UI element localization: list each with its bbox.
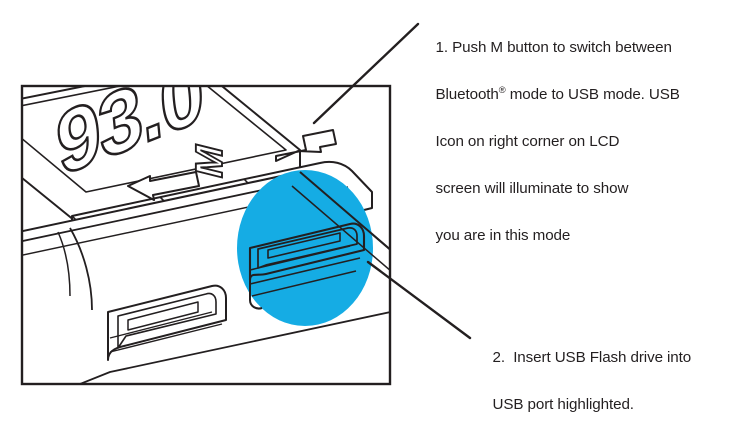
- usb-port-tongue: [267, 232, 341, 259]
- registered-trademark-symbol: ®: [498, 83, 506, 95]
- sd-slot-lip-2: [109, 323, 223, 353]
- sd-slot-lip-1: [109, 311, 213, 339]
- sd-slot-inner: [117, 292, 217, 349]
- callout-2-text: 2. Insert USB Flash drive into USB port …: [476, 322, 732, 440]
- callout-1-line-5: you are in this mode: [435, 226, 571, 244]
- housing-right-edge-2: [291, 185, 389, 271]
- sd-slot-tongue: [127, 301, 199, 331]
- sd-card-slot[interactable]: [107, 284, 227, 361]
- right-arrow-button[interactable]: [275, 129, 337, 162]
- callout-1-line-1: 1. Push M button to switch between: [435, 38, 672, 56]
- usb-port[interactable]: [248, 222, 366, 310]
- figure-frame: [20, 84, 392, 386]
- front-face-bottom-edge: [80, 311, 389, 383]
- usb-port-outer: [248, 222, 366, 282]
- instruction-diagram: 93.0 M: [20, 12, 734, 413]
- callout-1-line-4: screen will illuminate to show: [435, 179, 629, 197]
- left-arrow-button[interactable]: [127, 171, 200, 201]
- callout-1-text: 1. Push M button to switch between Bluet…: [419, 12, 734, 271]
- callout-1-line-2a: Bluetooth: [435, 85, 499, 103]
- leader-line-2: [366, 260, 472, 340]
- usb-port-highlight-circle: [237, 170, 373, 326]
- usb-port-lip-2: [249, 257, 361, 285]
- usb-port-lip-3: [251, 270, 357, 297]
- lcd-screen: [23, 87, 287, 193]
- usb-port-lip-1: [249, 245, 351, 271]
- leader-line-1: [312, 22, 420, 125]
- device-illustration: 93.0 M: [20, 22, 472, 386]
- housing-curve-detail: [69, 227, 93, 311]
- housing-right-edge: [299, 171, 389, 250]
- usb-port-inner-1: [257, 227, 358, 269]
- front-face-top-edge: [23, 181, 301, 242]
- callout-1-line-3: Icon on right corner on LCD: [435, 132, 620, 150]
- left-arrow-icon: [127, 171, 200, 201]
- housing-curve-detail-2: [57, 231, 71, 297]
- right-arrow-icon: [275, 129, 337, 162]
- figure-contents: 93.0 M: [23, 87, 389, 383]
- callout-2-line-1: 2. Insert USB Flash drive into: [492, 348, 692, 366]
- callout-1-line-2b: mode to USB mode. USB: [505, 85, 680, 103]
- callout-2-line-2: USB port highlighted.: [492, 395, 634, 413]
- usb-port-side-wall: [249, 248, 263, 310]
